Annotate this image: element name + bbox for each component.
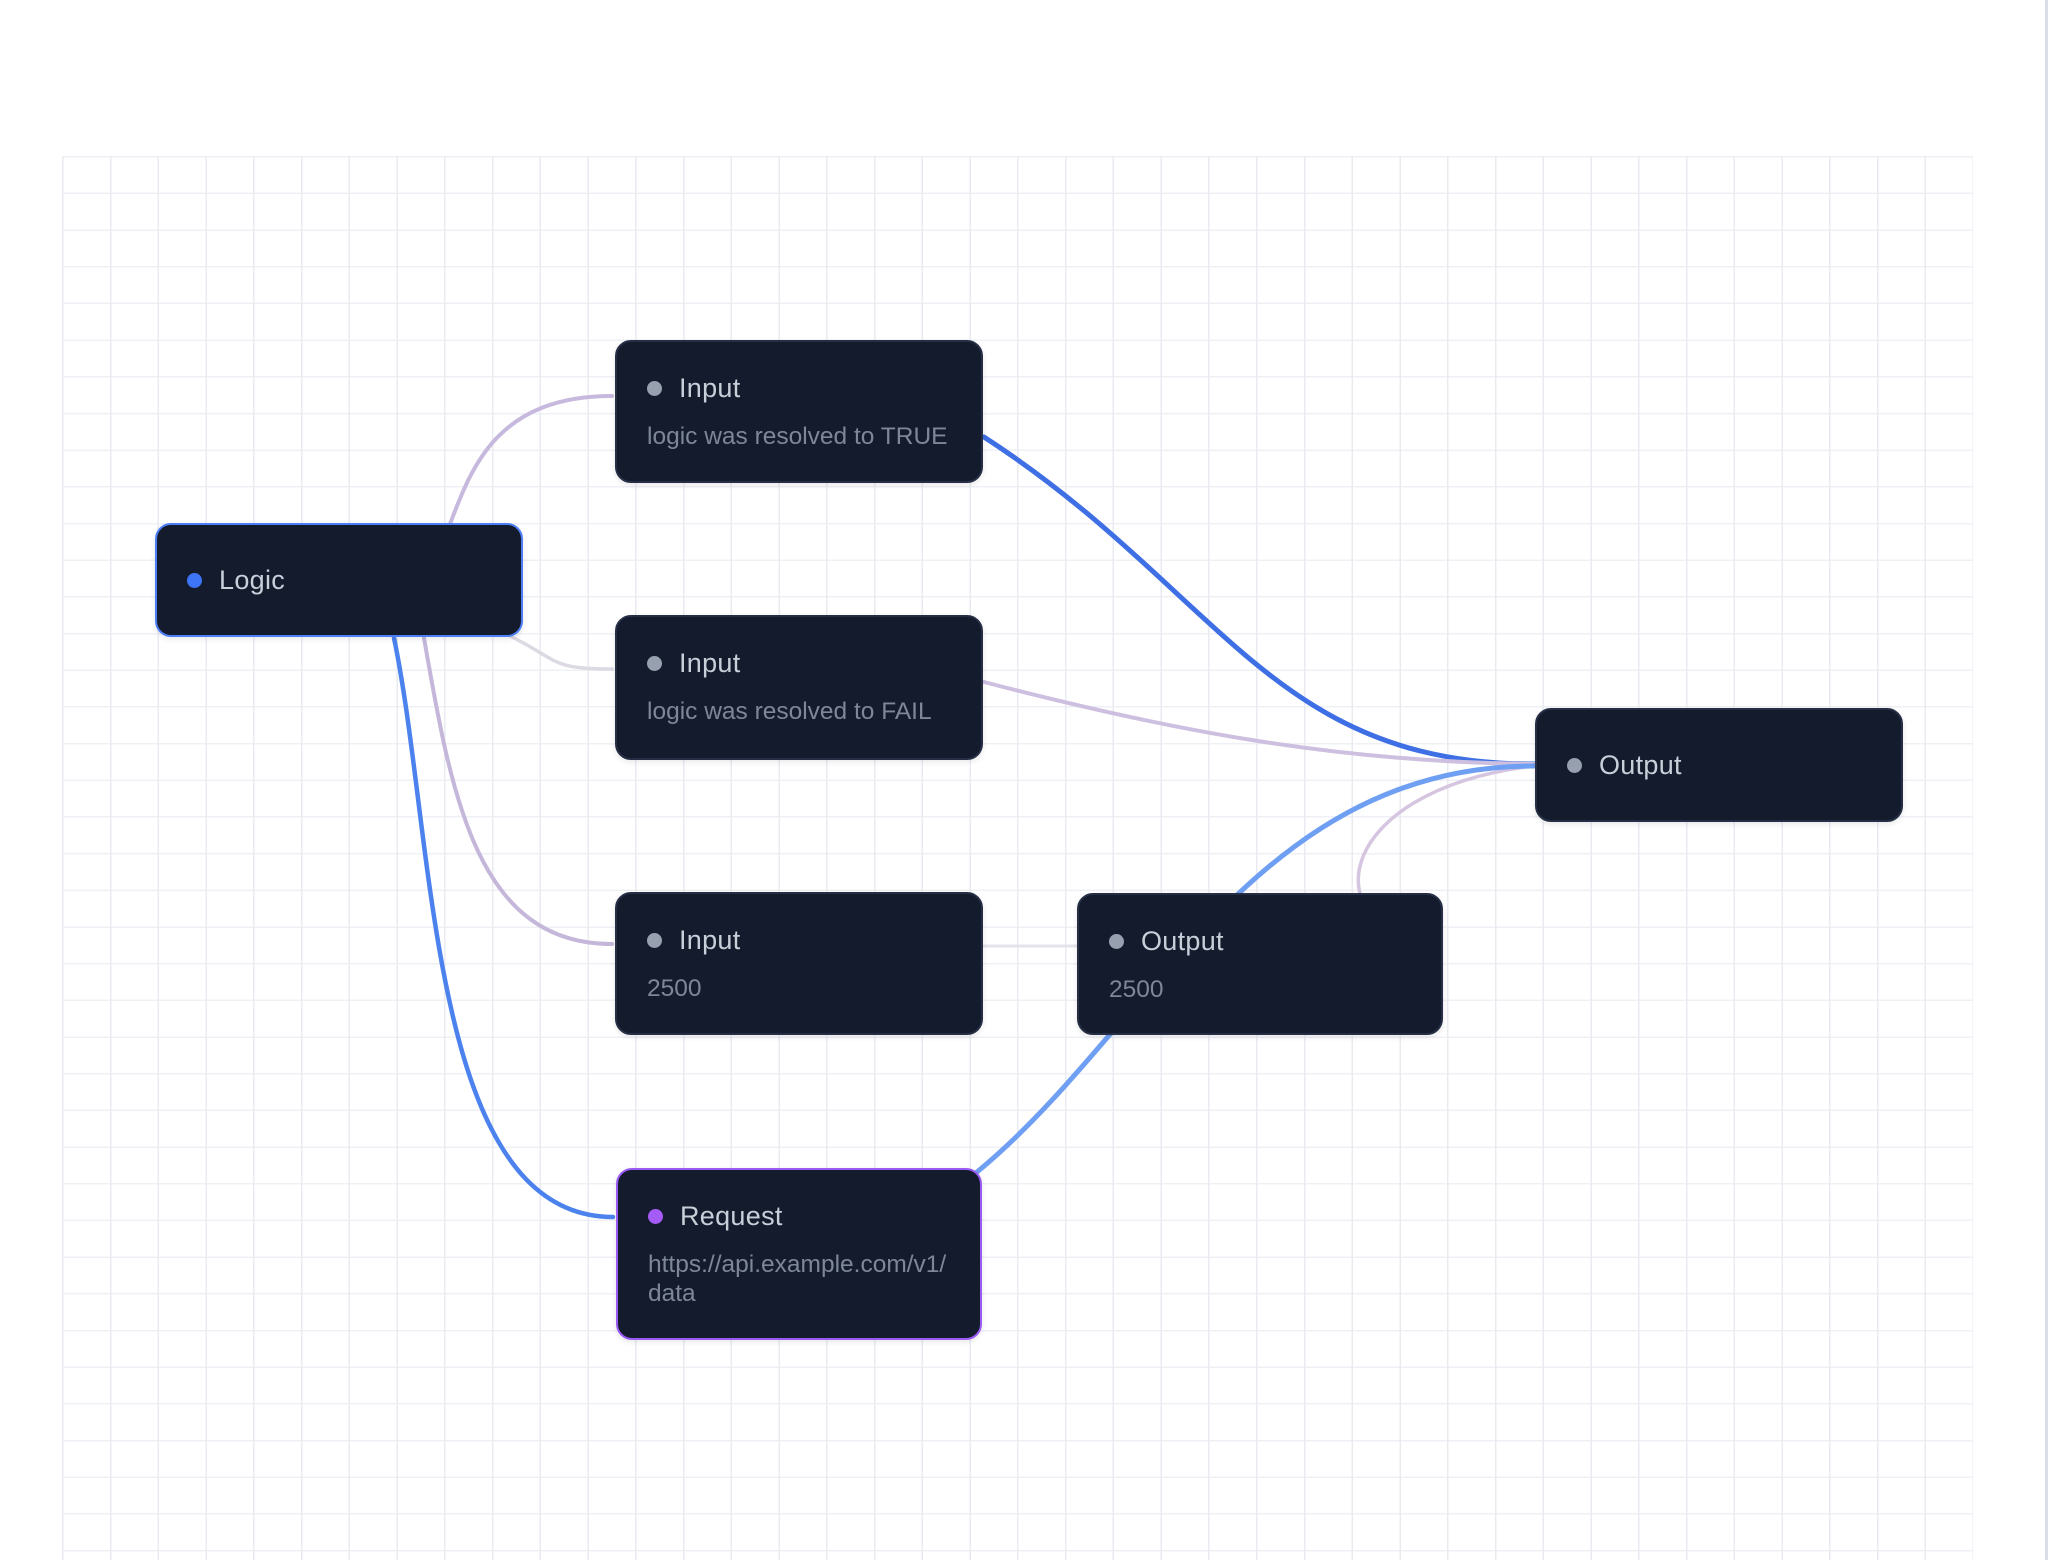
edge-logic-input-fail[interactable] <box>504 632 614 671</box>
node-subtitle: logic was resolved to FAIL <box>647 698 932 725</box>
input-node-dot-icon <box>647 655 662 671</box>
request-node-dot-icon <box>648 1208 663 1224</box>
logic-node-dot-icon <box>187 572 202 588</box>
edge-logic-input-2500[interactable] <box>422 636 614 946</box>
canvas-grid[interactable] <box>62 156 1973 1560</box>
output-node-dot-icon <box>1567 757 1582 773</box>
node-output-2500[interactable]: Output 2500 <box>1077 893 1443 1035</box>
node-title: Request <box>680 1201 783 1231</box>
node-input-fail[interactable]: Input logic was resolved to FAIL <box>615 615 983 760</box>
edge-logic-request[interactable] <box>391 635 616 1220</box>
input-node-dot-icon <box>647 380 662 396</box>
edge-input-true-output[interactable] <box>981 434 1537 767</box>
node-title: Input <box>679 925 741 955</box>
node-input-2500[interactable]: Input 2500 <box>615 892 983 1035</box>
edge-input-fail-output[interactable] <box>982 680 1536 766</box>
node-title: Logic <box>219 565 286 595</box>
node-title: Input <box>679 373 741 403</box>
node-request[interactable]: Request https://api.example.com/v1/data <box>616 1168 982 1340</box>
node-title: Input <box>679 648 741 678</box>
node-subtitle: logic was resolved to TRUE <box>647 423 948 450</box>
node-subtitle: 2500 <box>1109 976 1164 1003</box>
output-node-dot-icon <box>1109 933 1124 949</box>
node-title: Output <box>1599 750 1682 780</box>
node-title: Output <box>1141 926 1224 956</box>
node-input-true[interactable]: Input logic was resolved to TRUE <box>615 340 983 483</box>
node-subtitle: 2500 <box>647 975 702 1002</box>
window-right-border <box>2045 0 2048 1560</box>
input-node-dot-icon <box>647 932 662 948</box>
node-logic[interactable]: Logic <box>155 523 523 637</box>
edge-logic-input-true[interactable] <box>448 394 614 526</box>
node-output[interactable]: Output <box>1535 708 1903 822</box>
node-subtitle: https://api.example.com/v1/data <box>648 1251 947 1307</box>
